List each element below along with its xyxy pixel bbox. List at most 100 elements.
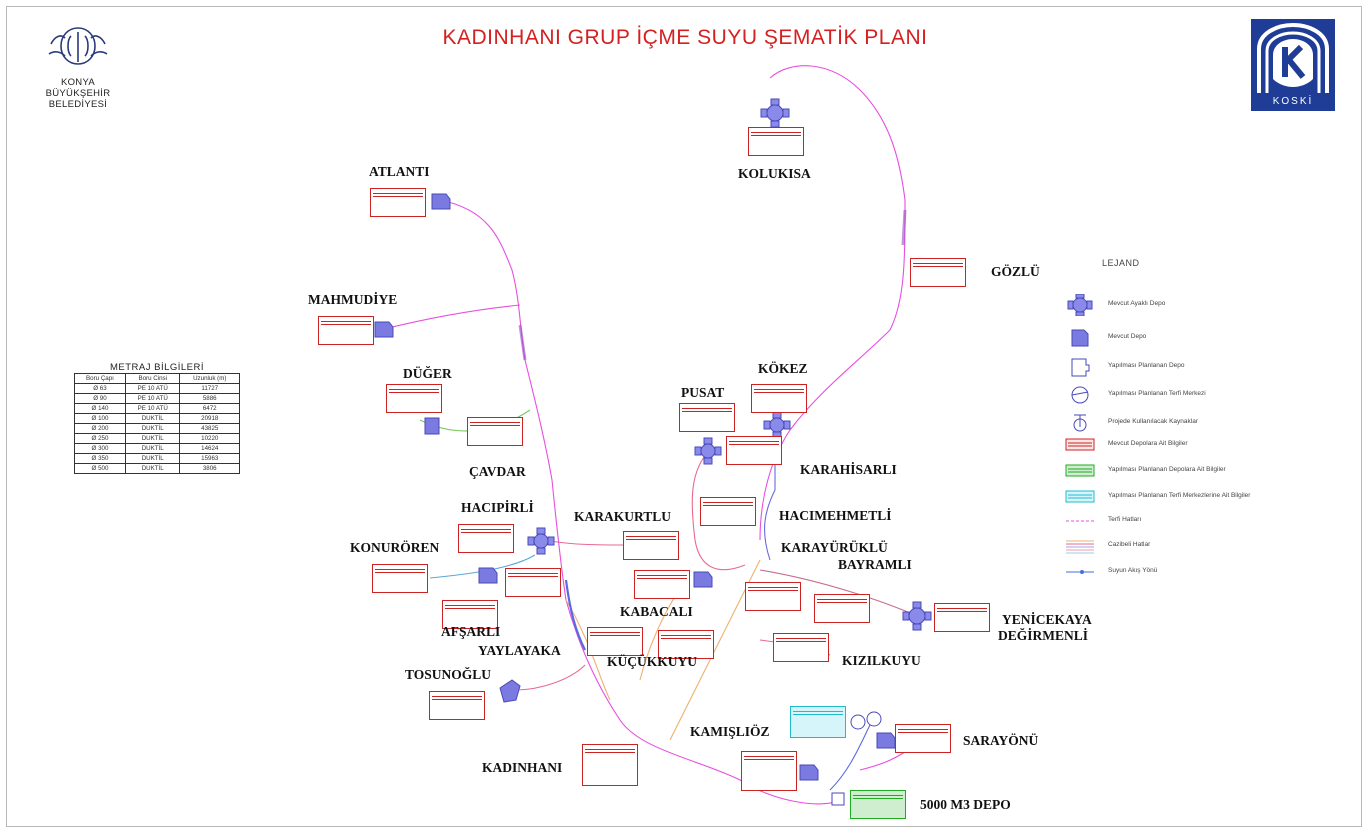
info-box [587, 627, 643, 656]
legend-item: Mevcut Ayaklı Depo [1050, 294, 1350, 316]
gravity-line-icon [1066, 540, 1094, 554]
town-label: YAYLAYAKA [478, 643, 561, 658]
legend-item: Yapılması Planlanan Terfi Merkezlerine A… [1050, 486, 1350, 508]
town-label: KONURÖREN [350, 540, 440, 555]
info-box [679, 403, 735, 432]
flow-direction-icon [1066, 570, 1094, 574]
table-cell: DUKTİL [124, 423, 181, 434]
town-label: KARAYÜRÜKLÜ [781, 540, 888, 555]
town-label: KABACALI [620, 604, 693, 619]
table-cell: 6472 [179, 403, 240, 414]
info-box [748, 127, 804, 156]
info-box [318, 316, 374, 345]
legend-label: Mevcut Depo [1108, 333, 1147, 340]
town-label: AFŞARLI [441, 624, 501, 639]
depot-icon [431, 193, 451, 210]
town-label: KIZILKUYU [842, 653, 921, 668]
info-box [429, 691, 485, 720]
legend-item: Mevcut Depolara Ait Bilgiler [1050, 434, 1350, 456]
legend-item: Mevcut Depo [1050, 327, 1350, 349]
town-label: KÜÇÜKKUYU [607, 654, 697, 669]
legend-label: Mevcut Ayaklı Depo [1108, 300, 1166, 307]
legend-label: Yapılması Planlanan Terfi Merkezi [1108, 390, 1206, 397]
table-cell: 11727 [179, 383, 240, 394]
table-cell: PE 10 ATÜ [124, 383, 181, 394]
table-cell: 20918 [179, 413, 240, 424]
town-label: DEĞİRMENLİ [998, 628, 1089, 643]
town-label: KADINHANI [482, 760, 563, 775]
town-label: KARAKURTLU [574, 509, 672, 524]
depot-icon [799, 764, 819, 781]
elevated-depot-icon [527, 527, 555, 555]
legend-label: Yapılması Planlanan Depo [1108, 362, 1185, 369]
town-label: HACIPİRLİ [461, 500, 534, 515]
table-cell: Ø 100 [74, 413, 126, 424]
town-label: DÜĞER [403, 366, 452, 381]
info-box [386, 384, 442, 413]
depot-icon [876, 732, 896, 749]
municipality-line-3: BELEDİYESİ [48, 99, 108, 110]
info-box [370, 188, 426, 217]
town-label: KÖKEZ [758, 361, 808, 376]
legend-label: Yapılması Planlanan Terfi Merkezlerine A… [1108, 492, 1251, 499]
elevated-depot-icon [1067, 294, 1093, 316]
table-cell: PE 10 ATÜ [124, 403, 181, 414]
pump-station-icon [850, 711, 882, 730]
koski-text: KOSKİ [1272, 96, 1314, 107]
column-header: Boru Çapı [74, 373, 126, 384]
info-box [910, 258, 966, 287]
info-box [634, 570, 690, 599]
legend-title: LEJAND [1102, 258, 1140, 268]
info-box [582, 744, 638, 786]
depot-icon [424, 417, 440, 435]
legend-item: Cazibeli Hatlar [1050, 535, 1350, 557]
legend-item: Suyun Akış Yönü [1050, 561, 1350, 583]
town-label: HACIMEHMETLİ [779, 508, 892, 523]
table-cell: Ø 140 [74, 403, 126, 414]
table-cell: DUKTİL [124, 443, 181, 454]
info-box [700, 497, 756, 526]
table-cell: Ø 350 [74, 453, 126, 464]
town-label: BAYRAMLI [838, 557, 912, 572]
table-cell: Ø 90 [74, 393, 126, 404]
info-box [773, 633, 829, 662]
plan-title: KADINHANI GRUP İÇME SUYU ŞEMATİK PLANI [442, 26, 928, 49]
legend-item: Yapılması Planlanan Terfi Merkezi [1050, 384, 1350, 406]
elevated-depot-icon [763, 411, 791, 439]
legend-label: Suyun Akış Yönü [1108, 567, 1158, 574]
legend-label: Cazibeli Hatlar [1108, 541, 1151, 548]
info-box [505, 568, 561, 597]
town-label: KOLUKISA [738, 166, 811, 181]
planned-pump-info-icon [1065, 490, 1095, 503]
municipality-line-1: KONYA [60, 77, 96, 88]
town-label: ATLANTI [369, 164, 430, 179]
legend-item: Yapılması Planlanan Depolara Ait Bilgile… [1050, 460, 1350, 482]
table-cell: 43825 [179, 423, 240, 434]
info-box [458, 524, 514, 553]
info-box [372, 564, 428, 593]
municipality-line-2: BÜYÜKŞEHİR [45, 88, 111, 99]
depot-icon [374, 321, 394, 338]
town-label: 5000 M3 DEPO [920, 797, 1011, 812]
table-cell: Ø 200 [74, 423, 126, 434]
info-box [934, 603, 990, 632]
town-label: TOSUNOĞLU [405, 667, 492, 682]
table-cell: DUKTİL [124, 433, 181, 444]
depot-icon [478, 567, 498, 584]
town-label: SARAYÖNÜ [963, 733, 1039, 748]
column-header: Boru Cinsi [124, 373, 181, 384]
town-label: YENİCEKAYA [1002, 612, 1092, 627]
table-cell: DUKTİL [124, 463, 181, 474]
info-box [467, 417, 523, 446]
koski-emblem-icon [1257, 22, 1329, 93]
table-cell: 5886 [179, 393, 240, 404]
table-cell: Ø 63 [74, 383, 126, 394]
town-label: PUSAT [681, 385, 725, 400]
info-box [895, 724, 951, 753]
